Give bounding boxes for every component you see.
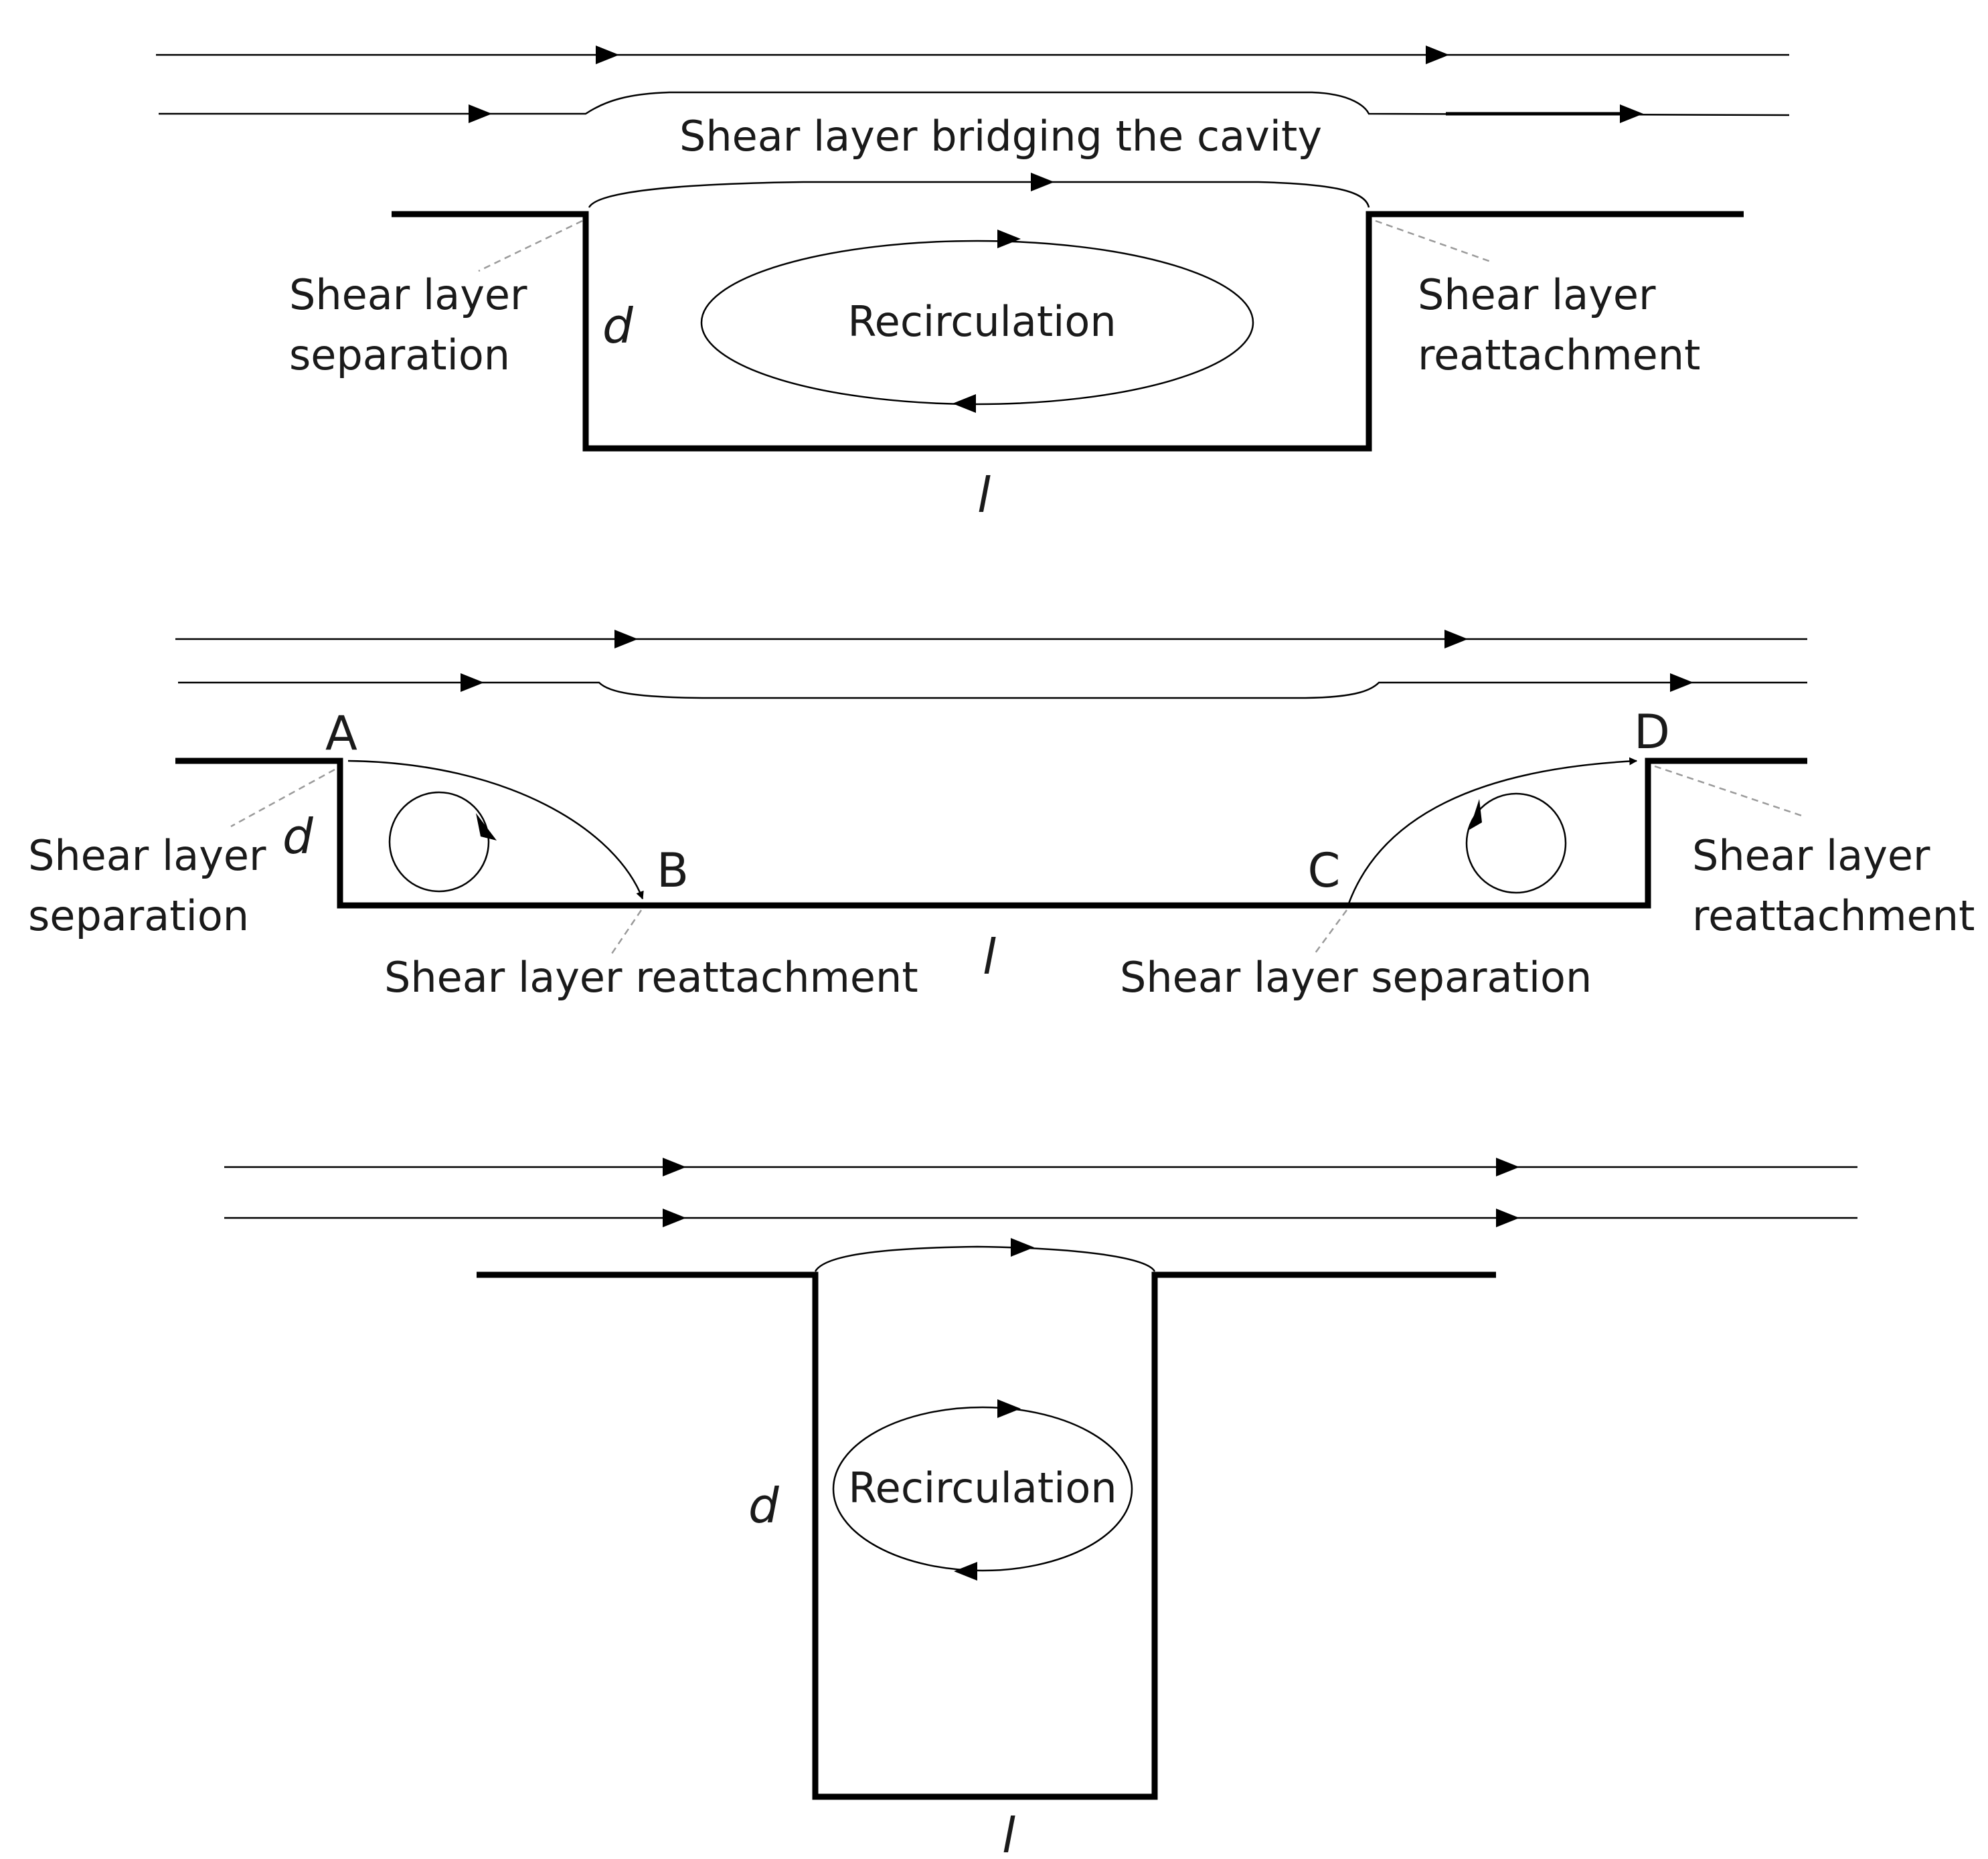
flow-arrow-icon (461, 673, 484, 692)
separation-leader (230, 768, 335, 828)
corner-vortex-left (388, 791, 497, 893)
flow-arrow-icon (1426, 46, 1449, 64)
shear-layer-bridge (588, 173, 1370, 208)
separation-label-line2: separation (289, 331, 510, 379)
flow-arrow-icon (1031, 173, 1054, 191)
flow-arrow-icon (954, 1562, 977, 1581)
floor-reattachment-label: Shear layer reattachment (384, 953, 918, 1002)
recirculation-label: Recirculation (847, 297, 1116, 346)
streamline-upper (156, 46, 1789, 64)
floor-separation-leader (1312, 909, 1348, 956)
separation-label-line1: Shear layer (28, 831, 266, 880)
streamline-upper (224, 1158, 1857, 1176)
cavity-wall (175, 758, 1807, 909)
flow-arrow-icon (476, 813, 497, 840)
panel-open-cavity: Shear layer bridging the cavity Shear la… (156, 46, 1790, 523)
flow-arrow-icon (1469, 799, 1482, 830)
flow-arrow-icon (997, 1399, 1021, 1418)
flow-arrow-icon (614, 630, 638, 648)
point-c-label: C (1308, 843, 1341, 898)
recirculation-label: Recirculation (848, 1464, 1116, 1512)
flow-arrow-icon (997, 230, 1021, 248)
floor-reattachment-leader (609, 909, 643, 956)
cavity-wall (392, 211, 1744, 452)
flow-arrow-icon (663, 1209, 686, 1227)
flow-arrow-icon (1496, 1209, 1519, 1227)
length-label: l (977, 467, 991, 523)
length-label: l (1002, 1807, 1015, 1859)
point-d-label: D (1634, 705, 1670, 760)
separation-label-line1: Shear layer (289, 270, 527, 319)
flow-arrow-icon (952, 394, 976, 413)
streamline-lower (178, 673, 1807, 699)
corner-vortex-right (1465, 792, 1567, 894)
flow-arrow-icon (1496, 1158, 1519, 1176)
point-a-label: A (325, 706, 357, 761)
point-b-label: B (657, 843, 689, 898)
length-label: l (983, 929, 996, 985)
panel-closed-cavity: A B C D Shear layer separation Shear lay… (28, 630, 1975, 1002)
recirculation-vortex (700, 230, 1254, 413)
streamline-lower (159, 91, 1790, 123)
depth-label: d (748, 1478, 780, 1534)
depth-label: d (602, 298, 634, 354)
reattachment-leader (1375, 219, 1493, 264)
cavity-wall (477, 1271, 1496, 1800)
panel-deep-cavity: Recirculation d l (224, 1158, 1857, 1859)
recirculation-vortex (832, 1399, 1133, 1581)
streamline-lower (224, 1209, 1857, 1227)
floor-separation-label: Shear layer separation (1120, 953, 1592, 1002)
flow-arrow-icon (1670, 673, 1693, 692)
flow-arrow-icon (469, 104, 492, 123)
reattachment-label-line1: Shear layer (1692, 831, 1930, 880)
flow-arrow-icon (1620, 104, 1643, 123)
separation-label-line2: separation (28, 891, 249, 940)
flow-arrow-icon (663, 1158, 686, 1176)
shear-layer-a-b (347, 760, 644, 900)
flow-arrow-icon (1444, 630, 1468, 648)
reattachment-label-line2: reattachment (1418, 331, 1700, 379)
reattachment-leader (1654, 765, 1805, 818)
depth-label: d (282, 808, 314, 865)
shear-layer-c-d (1347, 757, 1638, 904)
reattachment-label-line1: Shear layer (1418, 270, 1656, 319)
bridge-label: Shear layer bridging the cavity (679, 112, 1322, 161)
streamline-upper (175, 630, 1807, 648)
separation-leader (478, 219, 583, 272)
reattachment-label-line2: reattachment (1692, 891, 1975, 940)
shear-layer-bridge (814, 1238, 1156, 1272)
flow-arrow-icon (1011, 1238, 1034, 1257)
flow-arrow-icon (596, 46, 619, 64)
